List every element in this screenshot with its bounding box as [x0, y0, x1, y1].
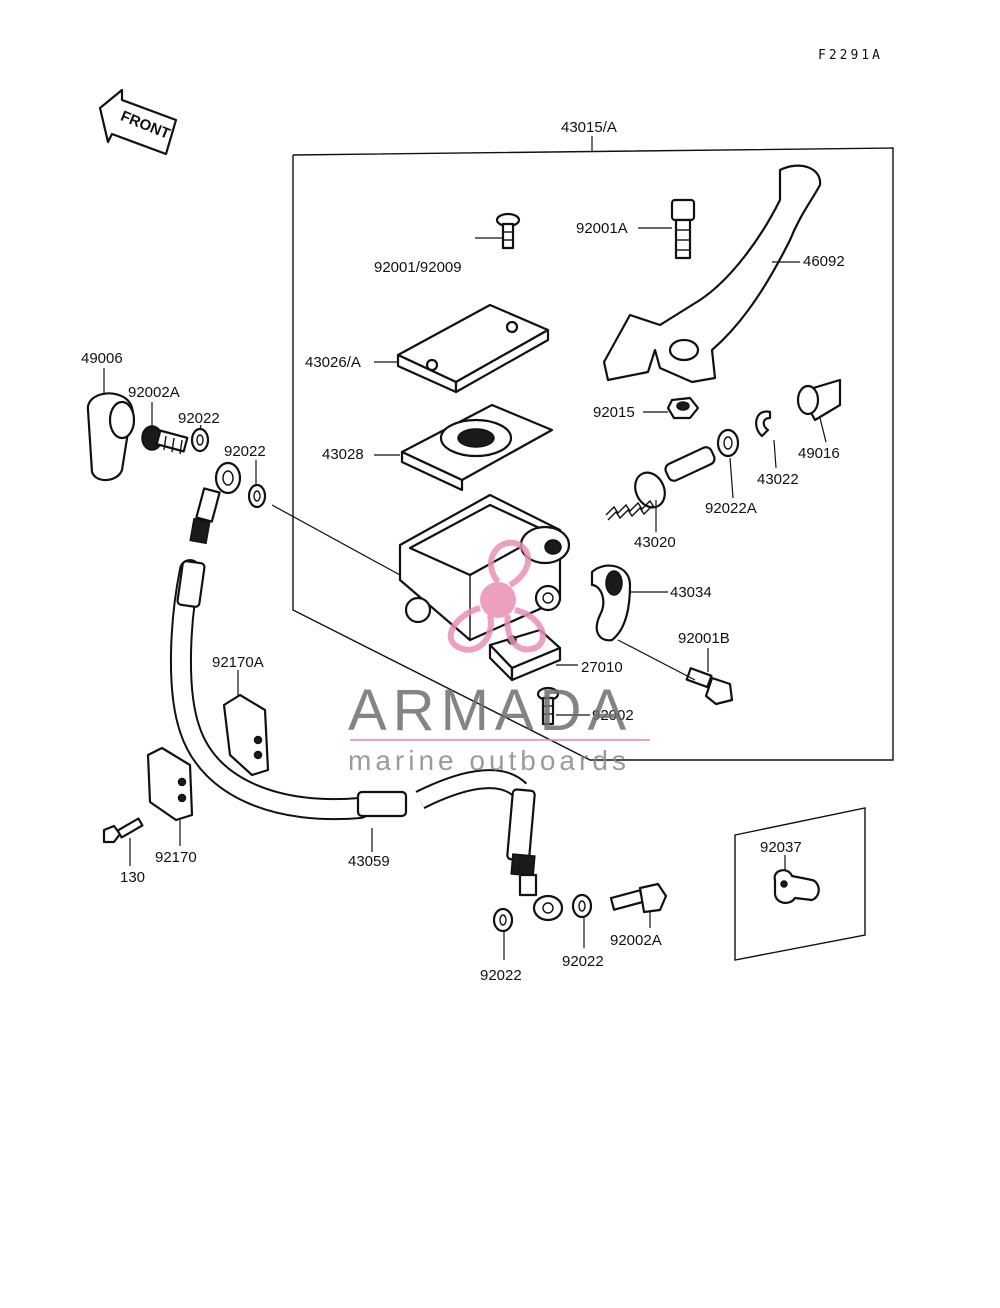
watermark: ARMADA marine outboards [348, 539, 650, 776]
label-49006: 49006 [81, 350, 123, 367]
label-92022-b: 92022 [224, 443, 266, 460]
reservoir-cap [396, 303, 550, 394]
label-49016: 49016 [798, 445, 840, 462]
label-92002A-bottom: 92002A [610, 932, 662, 949]
clamp-bolt [685, 667, 734, 706]
hose-clamp-b [146, 746, 194, 822]
label-92170A: 92170A [212, 654, 264, 671]
label-92022-a: 92022 [178, 410, 220, 427]
label-92022A: 92022A [705, 500, 757, 517]
label-92022-d: 92022 [562, 953, 604, 970]
banjo-fitting-upper [189, 461, 242, 545]
label-43034: 43034 [670, 584, 712, 601]
piston-spring-assembly [605, 446, 716, 521]
dust-boot [796, 378, 842, 422]
washer-lower-b [571, 893, 593, 919]
pivot-nut [666, 396, 700, 420]
washer-upper-b [247, 483, 267, 509]
circlip [755, 410, 772, 438]
washer-upper-a [190, 427, 210, 453]
label-92001A-top: 92001A [576, 220, 628, 237]
label-92002: 92002 [592, 707, 634, 724]
assembly-box: 43015/A [292, 119, 894, 761]
leader-lines [103, 227, 827, 960]
front-arrow-icon: FRONT [98, 88, 178, 156]
label-92001-92009: 92001/92009 [374, 259, 462, 276]
handlebar-clamp [590, 564, 632, 642]
watermark-tagline: marine outboards [348, 745, 630, 776]
hose-clamp-a [222, 693, 270, 777]
diaphragm [400, 403, 554, 492]
label-92170: 92170 [155, 849, 197, 866]
diagram-code: F2291A [818, 48, 883, 63]
cap-screw [495, 212, 521, 250]
banjo-bolt-lower [609, 882, 668, 914]
label-92037: 92037 [760, 839, 802, 856]
brake-lever [602, 164, 822, 384]
label-27010: 27010 [581, 659, 623, 676]
label-46092: 46092 [803, 253, 845, 270]
label-43022: 43022 [757, 471, 799, 488]
clamp-bolt-130 [102, 817, 144, 844]
label-92015: 92015 [593, 404, 635, 421]
pivot-bolt [670, 198, 696, 260]
watermark-brand: ARMADA [348, 678, 632, 743]
label-130: 130 [120, 869, 145, 886]
label-43020: 43020 [634, 534, 676, 551]
banjo-bolt-left [141, 425, 189, 455]
switch-screw [536, 686, 560, 726]
label-92002A-left: 92002A [128, 384, 180, 401]
piston-washer [716, 428, 740, 458]
washer-lower-a [492, 907, 514, 933]
brake-switch [488, 628, 562, 682]
label-43026A: 43026/A [305, 354, 361, 371]
inset-box [734, 807, 866, 961]
master-cylinder-body [398, 493, 571, 642]
brake-hose [169, 559, 564, 922]
label-92022-c: 92022 [480, 967, 522, 984]
label-43059: 43059 [348, 853, 390, 870]
part-labels: 92001A 46092 92001/92009 43026/A 43028 9… [81, 220, 845, 984]
assembly-label: 43015/A [561, 119, 617, 136]
watermark-logo-icon [447, 539, 546, 653]
banjo-cover [86, 392, 136, 482]
label-92001B: 92001B [678, 630, 730, 647]
label-43028: 43028 [322, 446, 364, 463]
